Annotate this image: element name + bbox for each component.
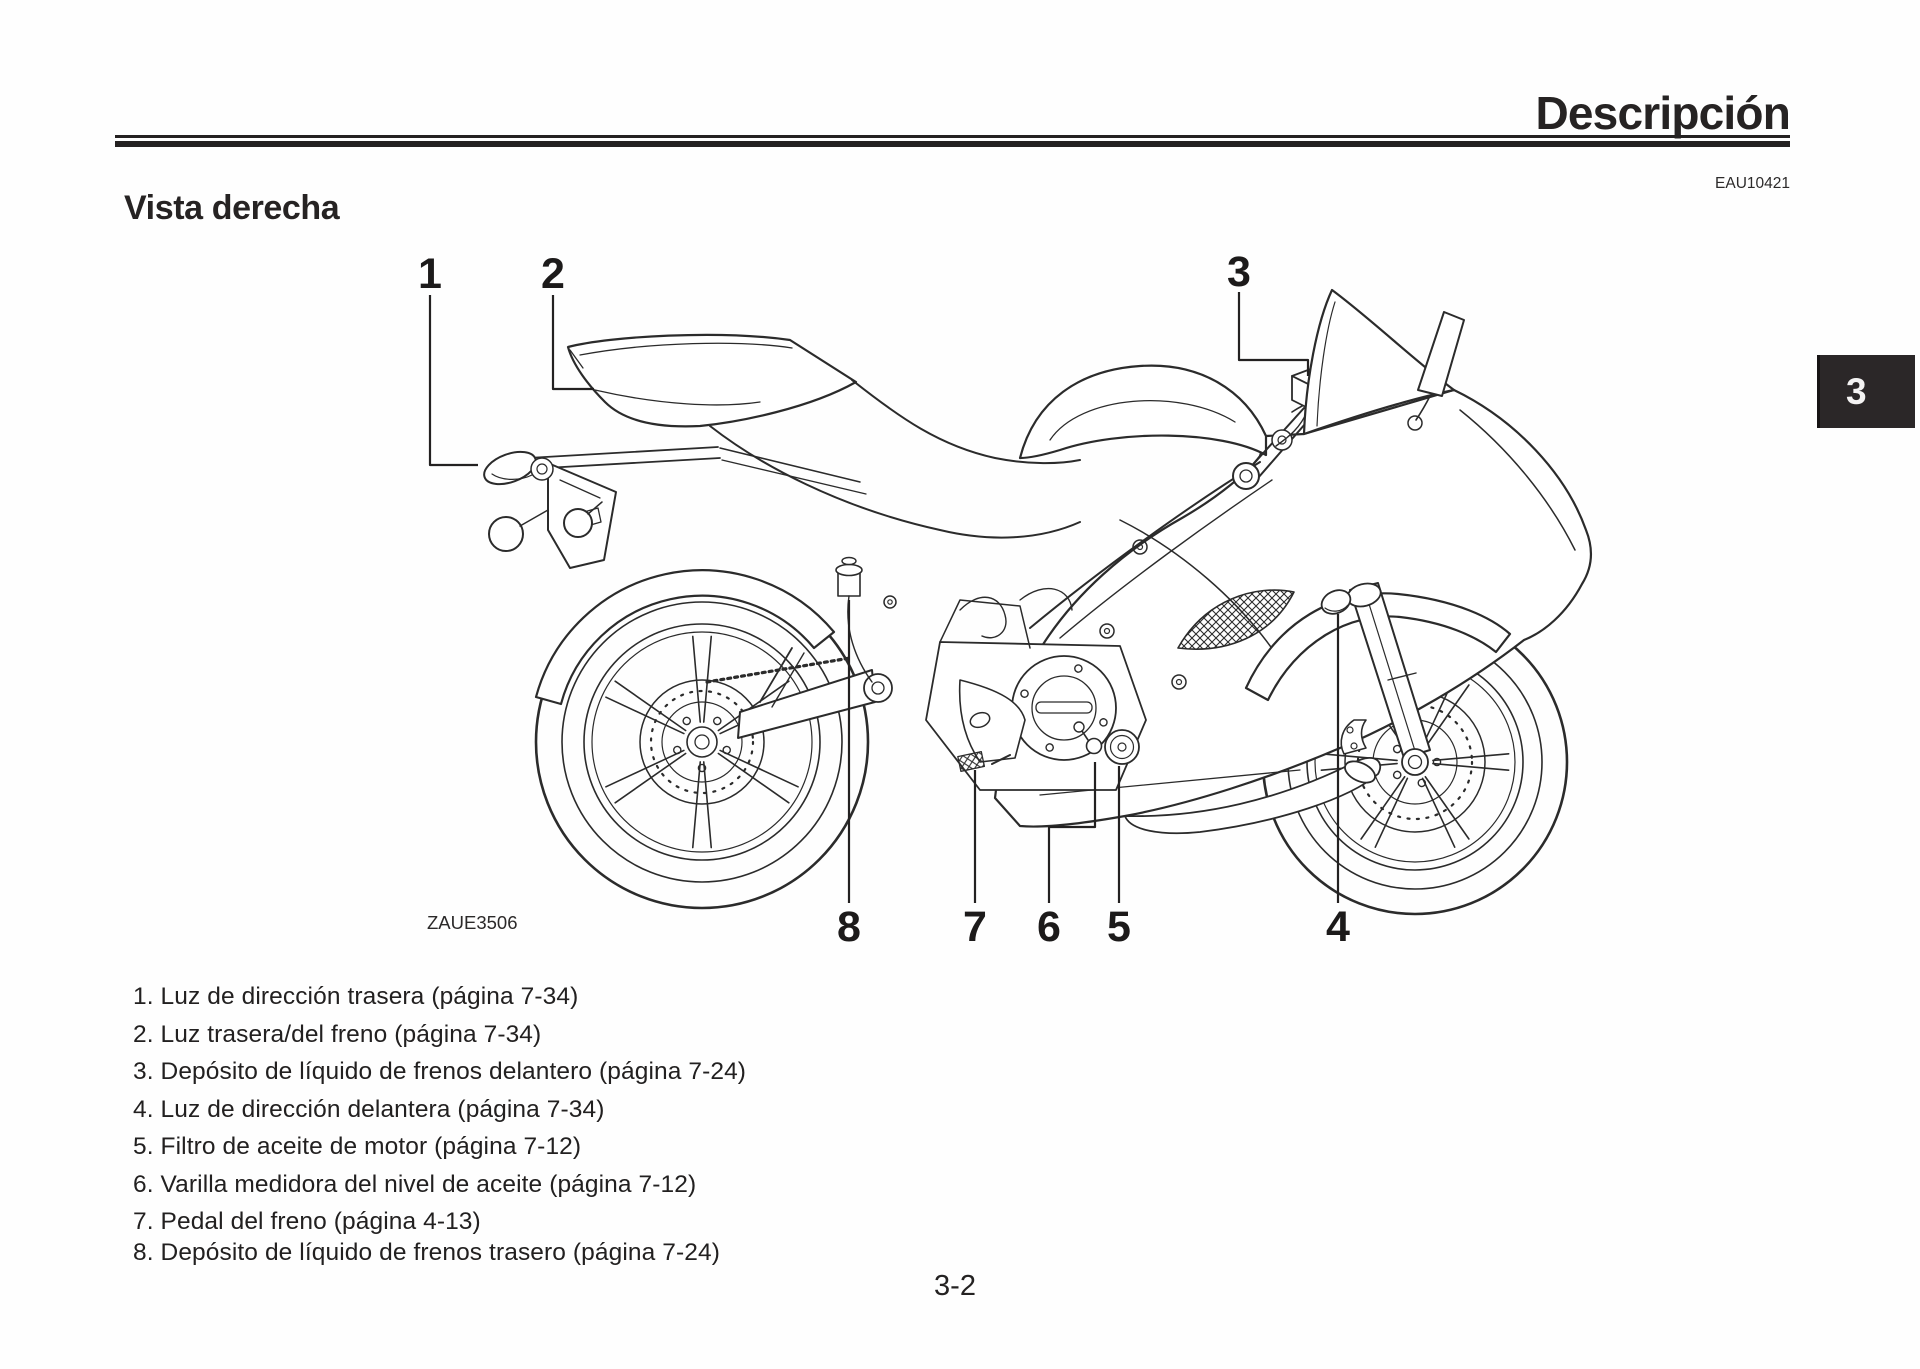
legend-item-8: 8. Depósito de líquido de frenos trasero… xyxy=(133,1238,720,1266)
legend-item-1: 1. Luz de dirección trasera (página 7-34… xyxy=(133,983,579,1010)
swingarm xyxy=(705,647,893,739)
legend-item-2: 2. Luz trasera/del freno (página 7-34) xyxy=(133,1020,542,1048)
legend-item-5: 5. Filtro de aceite de motor (página 7-1… xyxy=(133,1133,582,1160)
callout-number-2: 2 xyxy=(541,250,565,298)
callout-line-2 xyxy=(551,295,594,391)
tail-section xyxy=(527,333,867,495)
section-title: Vista derecha xyxy=(124,189,340,227)
callout-number-8: 8 xyxy=(837,903,861,950)
chapter-tab-number: 3 xyxy=(1846,370,1867,412)
legend-item-3: 3. Depósito de líquido de frenos delante… xyxy=(133,1058,747,1085)
legend-item-6: 6. Varilla medidora del nivel de aceite … xyxy=(133,1170,697,1198)
fuel-tank xyxy=(1018,364,1268,460)
front-turn-signal xyxy=(1320,589,1352,615)
legend-list: 1. Luz de dirección trasera (página 7-34… xyxy=(133,978,746,1271)
page-number: 3-2 xyxy=(934,1270,976,1302)
callout-number-5: 5 xyxy=(1107,903,1131,950)
drive-chain xyxy=(705,656,852,684)
document-code: EAU10421 xyxy=(1715,175,1790,192)
legend-item-4: 4. Luz de dirección delantera (página 7-… xyxy=(133,1095,605,1123)
callout-line-3 xyxy=(1237,292,1310,376)
front-fork xyxy=(1340,582,1431,776)
rear-brake-fluid-reservoir xyxy=(835,556,873,683)
callout-line-1 xyxy=(428,295,478,467)
page-title: Descripción xyxy=(1535,87,1790,139)
callout-line-6 xyxy=(1047,762,1097,903)
rear-brake-disc xyxy=(639,679,765,805)
figure-code: ZAUE3506 xyxy=(427,912,518,933)
frame xyxy=(959,461,1273,639)
mirror xyxy=(1407,311,1465,431)
motorcycle-figure: 1 2 3 8 7 6 5 4 xyxy=(420,250,1592,950)
legend-item-7: 7. Pedal del freno (página 4-13) xyxy=(133,1208,481,1235)
seat xyxy=(709,379,1081,539)
oil-dipstick xyxy=(1073,721,1103,755)
exhaust-outlet xyxy=(1344,760,1376,784)
side-vent xyxy=(1177,589,1295,650)
callout-number-6: 6 xyxy=(1037,903,1061,950)
callout-lines xyxy=(428,292,1340,903)
header-divider xyxy=(115,135,1790,147)
brake-pedal xyxy=(957,679,1026,772)
callout-number-7: 7 xyxy=(963,903,987,950)
chapter-tab: 3 xyxy=(1817,355,1915,428)
windscreen xyxy=(1302,288,1456,436)
callout-number-4: 4 xyxy=(1326,903,1350,950)
callout-number-3: 3 xyxy=(1227,250,1251,296)
oil-filter xyxy=(1104,729,1140,765)
rear-turn-signal xyxy=(483,450,603,552)
callout-number-1: 1 xyxy=(420,250,442,298)
lower-cowl xyxy=(1124,757,1382,835)
rear-fender xyxy=(534,569,836,706)
